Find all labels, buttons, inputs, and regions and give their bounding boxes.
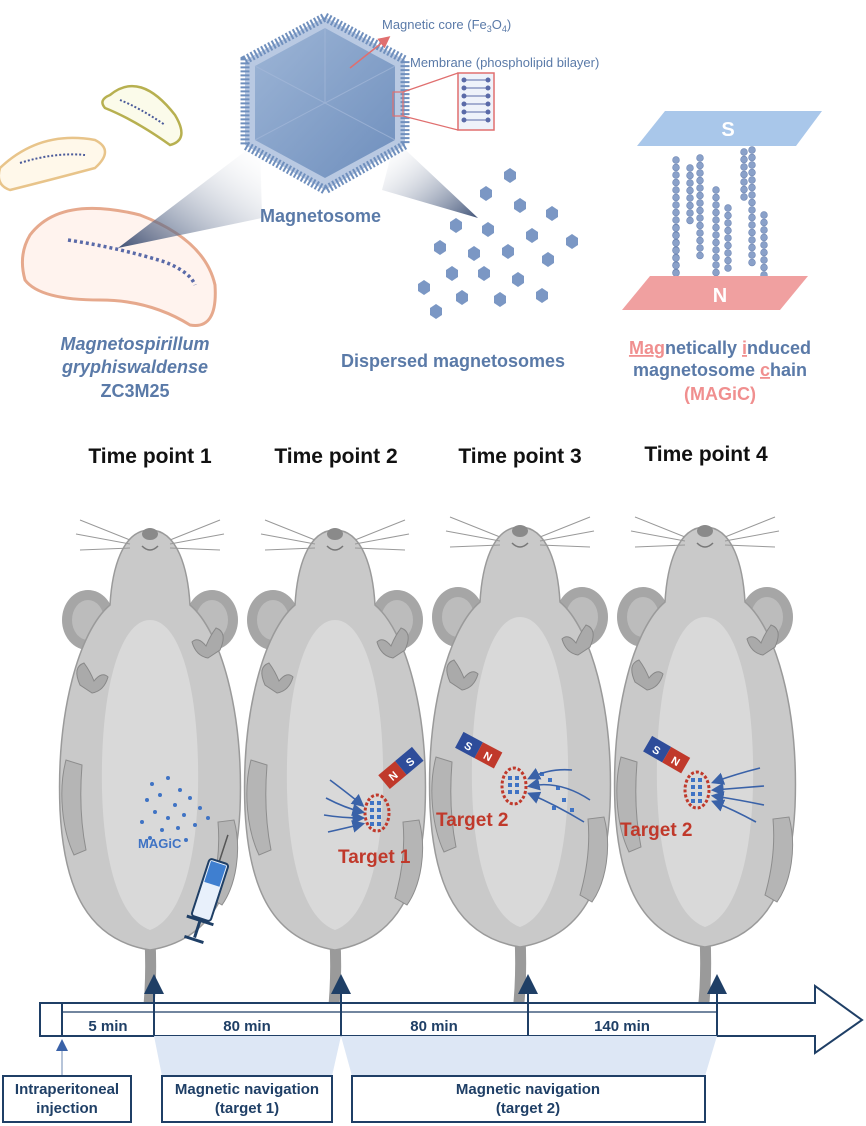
- segment-1-duration: 5 min: [88, 1018, 127, 1035]
- injection-line2: injection: [36, 1100, 98, 1117]
- species-line1: Magnetospirillum: [60, 334, 209, 354]
- timepoint-4: Time point 4: [644, 443, 768, 466]
- navigation-target1-line2: (target 1): [215, 1100, 279, 1117]
- magnetosome-illustration: [240, 11, 495, 196]
- magnet-icon-mouse2: N S: [378, 746, 424, 789]
- navigation-target2-line1: Magnetic navigation: [456, 1081, 600, 1098]
- bacterium-cell-2: [0, 136, 107, 192]
- timepoint-2: Time point 2: [274, 445, 397, 468]
- timepoint-1: Time point 1: [88, 445, 212, 468]
- magnetosome-chains: [672, 146, 768, 284]
- species-line2: gryphiswaldense: [61, 357, 208, 377]
- target2-label-mouse3: Target 2: [436, 810, 509, 831]
- navigation-target2-box: [351, 1075, 706, 1123]
- target2-cluster-mouse4: [683, 770, 711, 810]
- pole-n-label: N: [713, 285, 727, 307]
- target2-label-mouse4: Target 2: [620, 820, 693, 841]
- magic-title-line3: (MAGiC): [684, 384, 756, 404]
- pole-s-label: S: [721, 119, 734, 141]
- zoom-beam-left: [118, 140, 262, 248]
- phase-target2-band: [341, 1036, 717, 1076]
- navigation-target1-box: [161, 1075, 333, 1123]
- magnetosome-label: Magnetosome: [260, 206, 381, 226]
- mouse-4: [615, 517, 796, 1012]
- magic-title-line1: Magnetically induced: [629, 338, 811, 358]
- magnet-icon-mouse3: S N: [455, 731, 503, 769]
- timepoint-3: Time point 3: [458, 445, 581, 468]
- target2-cluster-mouse3: [500, 766, 574, 812]
- navigation-target1-line1: Magnetic navigation: [175, 1081, 319, 1098]
- segment-2-duration: 80 min: [223, 1018, 271, 1035]
- injection-line1: Intraperitoneal: [15, 1081, 119, 1098]
- phase-target1-band: [154, 1036, 341, 1076]
- flow-arrows-mouse3: [526, 767, 591, 823]
- segment-3-duration: 80 min: [410, 1018, 458, 1035]
- membrane-label: Membrane (phospholipid bilayer): [410, 55, 599, 70]
- magic-title-line2: magnetosome chain: [633, 360, 807, 380]
- mouse-3: [430, 517, 611, 1012]
- mouse-1: [60, 520, 241, 1015]
- injection-box: [2, 1075, 132, 1123]
- timeline-markers: [61, 974, 727, 1036]
- bacterium-cell-1: [101, 84, 183, 147]
- flow-arrows-mouse4: [710, 767, 765, 823]
- zoom-beam-right: [382, 140, 478, 218]
- mouse1-dispersed-magic: [140, 776, 210, 842]
- dispersed-particles: [418, 168, 578, 319]
- target1-label: Target 1: [338, 847, 411, 868]
- dispersed-label: Dispersed magnetosomes: [341, 351, 565, 371]
- magic-tag: MAGiC: [138, 836, 182, 851]
- magnet-icon-mouse4: S N: [643, 735, 691, 774]
- segment-4-duration: 140 min: [594, 1018, 650, 1035]
- syringe-icon: [183, 834, 230, 944]
- magic-chain-illustration: S N: [622, 111, 822, 310]
- strain-label: ZC3M25: [100, 381, 169, 401]
- core-label: Magnetic core (Fe3O4): [382, 17, 511, 34]
- navigation-target2-line2: (target 2): [496, 1100, 560, 1117]
- flow-arrows-mouse2: [323, 779, 366, 833]
